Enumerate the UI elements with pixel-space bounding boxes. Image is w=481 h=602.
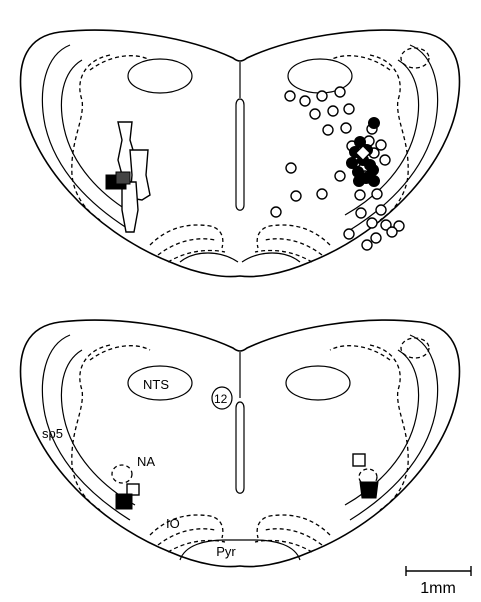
top-right-corner-dashed-oval <box>401 48 429 68</box>
bottom-left-open-square <box>127 484 139 495</box>
bottom-section: NTS 12 sp5 NA IO Pyr <box>21 320 460 566</box>
top-right-io-dashed <box>255 225 330 262</box>
bottom-right-nts-dashed <box>330 346 390 360</box>
bottom-left-nts-dashed <box>90 346 150 360</box>
top-section <box>21 30 460 276</box>
bottom-right-io-dashed <box>255 515 330 552</box>
bottom-left-inner-band <box>61 350 135 505</box>
bottom-left-na-dashed-oval <box>112 465 132 483</box>
scale-bar: 1mm <box>406 566 471 597</box>
top-left-hatched-square <box>116 172 130 184</box>
bottom-right-inner-band <box>345 350 419 505</box>
bottom-midline-slit <box>236 402 244 493</box>
top-left-pyramid <box>180 253 238 262</box>
top-left-outer-band <box>42 45 130 230</box>
label-sp5: sp5 <box>42 426 63 441</box>
top-right-pyramid <box>242 253 300 262</box>
bottom-right-filled-marker <box>360 482 378 498</box>
label-pyr: Pyr <box>216 544 236 559</box>
bottom-right-corner-dashed-oval <box>401 338 429 358</box>
scale-bar-label: 1mm <box>420 580 456 597</box>
bottom-left-sp5-dashed <box>72 345 110 510</box>
top-midline-slit <box>236 99 244 210</box>
top-left-nts-oval <box>128 59 192 93</box>
bottom-pyramid-outline <box>180 540 300 560</box>
bottom-left-filled-square <box>116 494 132 509</box>
label-12: 12 <box>214 392 228 406</box>
label-nts: NTS <box>143 377 169 392</box>
bottom-right-open-square <box>353 454 365 466</box>
top-left-sp5-dashed <box>72 55 110 220</box>
bottom-right-nts-oval <box>286 366 350 400</box>
label-na: NA <box>137 454 155 469</box>
bottom-left-io-dashed <box>150 515 225 552</box>
label-io: IO <box>166 516 180 531</box>
top-left-io-dashed <box>150 225 225 262</box>
